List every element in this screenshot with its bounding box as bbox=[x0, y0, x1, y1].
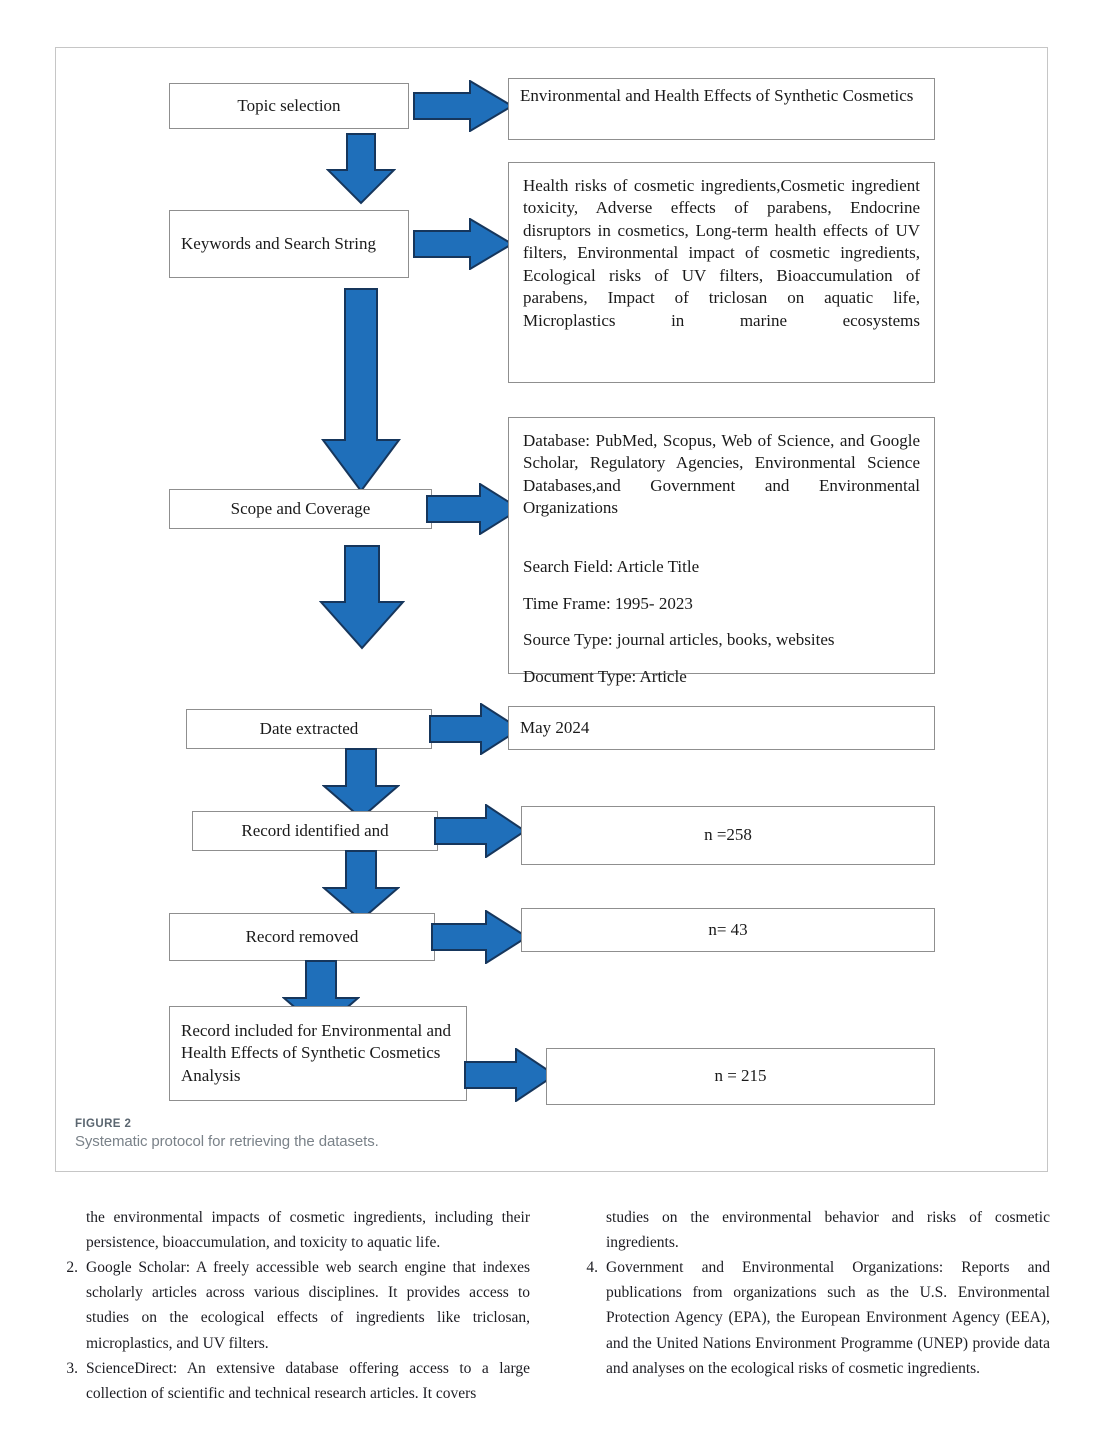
list-item-text: Government and Environmental Organizatio… bbox=[606, 1259, 1050, 1377]
down-arrow-to-keywords bbox=[326, 133, 396, 205]
scope-line-source-type: Source Type: journal articles, books, we… bbox=[523, 630, 835, 650]
right-arrow-record-identified bbox=[434, 804, 526, 858]
flow-box-keywords-label: Keywords and Search String bbox=[181, 233, 376, 253]
flow-box-record-identified-result: n =258 bbox=[521, 806, 935, 865]
flow-box-topic-selection-label: Topic selection bbox=[237, 95, 341, 115]
flow-box-date-extracted-result: May 2024 bbox=[508, 706, 935, 750]
flow-box-record-identified-label: Record identified and bbox=[241, 820, 389, 840]
body-column-left: the environmental impacts of cosmetic in… bbox=[60, 1205, 530, 1406]
article-body: the environmental impacts of cosmetic in… bbox=[60, 1205, 1050, 1406]
right-arrow-record-removed bbox=[431, 910, 529, 964]
flow-box-date-extracted[interactable]: Date extracted bbox=[186, 709, 432, 749]
flow-box-record-included-label: Record included for Environmental and He… bbox=[181, 1020, 452, 1085]
scope-line-time-frame: Time Frame: 1995- 2023 bbox=[523, 593, 693, 613]
down-arrow-to-date-extracted bbox=[319, 545, 405, 650]
down-arrow-to-record-removed bbox=[322, 850, 400, 922]
flow-box-keywords[interactable]: Keywords and Search String bbox=[169, 210, 409, 278]
right-arrow-keywords bbox=[413, 218, 513, 270]
right-arrow-date-extracted bbox=[429, 703, 521, 755]
figure-caption-label: FIGURE 2 bbox=[75, 1118, 132, 1130]
list-item-number: 4. bbox=[586, 1259, 598, 1277]
flow-box-topic-selection: Topic selection bbox=[169, 83, 409, 129]
list-item-number: 2. bbox=[66, 1259, 78, 1277]
list-item-text: Google Scholar: A freely accessible web … bbox=[86, 1259, 530, 1352]
list-item: 4. Government and Environmental Organiza… bbox=[580, 1255, 1050, 1381]
list-item: 3. ScienceDirect: An extensive database … bbox=[60, 1356, 530, 1406]
body-column-right: studies on the environmental behavior an… bbox=[580, 1205, 1050, 1406]
flow-box-record-identified-result-text: n =258 bbox=[704, 825, 752, 845]
right-arrow-record-included bbox=[464, 1048, 556, 1102]
flow-box-keywords-result: Health risks of cosmetic ingredients,Cos… bbox=[508, 162, 935, 383]
flow-box-record-included-result: n = 215 bbox=[546, 1048, 935, 1105]
flow-box-record-removed[interactable]: Record removed bbox=[169, 913, 435, 961]
figure-panel: Topic selection Environmental and Health… bbox=[55, 47, 1048, 1172]
list-item-number: 3. bbox=[66, 1359, 78, 1377]
flow-box-record-identified[interactable]: Record identified and bbox=[192, 811, 438, 851]
flow-box-record-removed-label: Record removed bbox=[245, 926, 359, 946]
down-arrow-to-record-identified bbox=[322, 748, 400, 820]
flow-box-record-removed-result-text: n= 43 bbox=[708, 919, 748, 939]
right-arrow-scope-coverage bbox=[426, 483, 521, 535]
list-item: 2. Google Scholar: A freely accessible w… bbox=[60, 1255, 530, 1355]
figure-caption-text: Systematic protocol for retrieving the d… bbox=[75, 1133, 379, 1150]
down-arrow-to-scope bbox=[321, 288, 401, 493]
paragraph-continuation-left: the environmental impacts of cosmetic in… bbox=[86, 1209, 530, 1252]
scope-line-database: Database: PubMed, Scopus, Web of Science… bbox=[523, 431, 920, 518]
right-arrow-topic-selection bbox=[413, 80, 513, 132]
flow-box-date-extracted-result-text: May 2024 bbox=[520, 717, 590, 737]
flow-box-scope-coverage-label: Scope and Coverage bbox=[230, 498, 371, 518]
scope-line-document-type: Document Type: Article bbox=[523, 666, 687, 686]
flow-box-record-removed-result: n= 43 bbox=[521, 908, 935, 952]
list-item-text: ScienceDirect: An extensive database off… bbox=[86, 1359, 530, 1402]
flow-box-record-included-result-text: n = 215 bbox=[714, 1066, 767, 1086]
figure-caption: FIGURE 2 Systematic protocol for retriev… bbox=[75, 1118, 775, 1150]
flow-box-scope-coverage[interactable]: Scope and Coverage bbox=[169, 489, 432, 529]
flow-box-record-included[interactable]: Record included for Environmental and He… bbox=[169, 1006, 467, 1101]
flow-box-keywords-result-text: Health risks of cosmetic ingredients,Cos… bbox=[523, 176, 920, 330]
flow-box-date-extracted-label: Date extracted bbox=[259, 718, 359, 738]
flowchart-stage: Topic selection Environmental and Health… bbox=[56, 48, 1047, 1171]
flow-box-topic-selection-result-text: Environmental and Health Effects of Synt… bbox=[520, 86, 914, 105]
paragraph-continuation-right: studies on the environmental behavior an… bbox=[606, 1209, 1050, 1252]
flow-box-scope-coverage-result: Database: PubMed, Scopus, Web of Science… bbox=[508, 417, 935, 686]
flow-box-topic-selection-result: Environmental and Health Effects of Synt… bbox=[508, 78, 935, 140]
scope-line-search-field: Search Field: Article Title bbox=[523, 557, 700, 577]
